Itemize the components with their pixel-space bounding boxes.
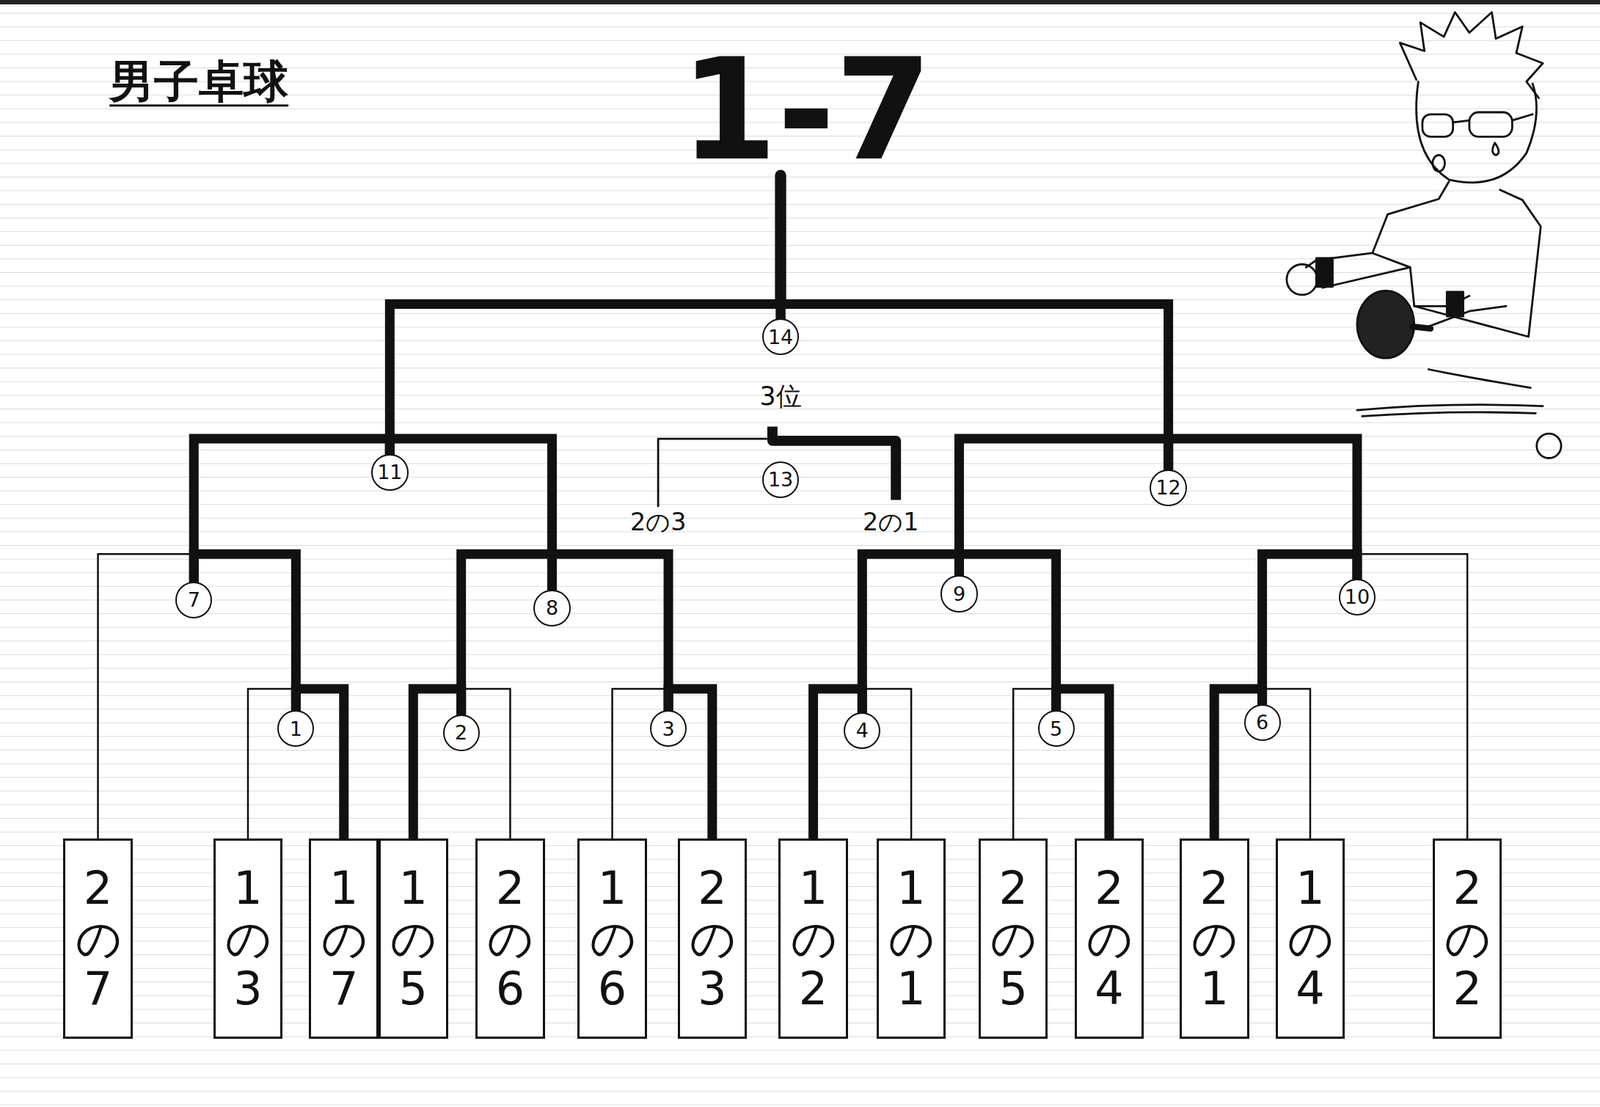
match-number: 2 xyxy=(454,722,468,743)
match-number: 7 xyxy=(187,589,201,610)
match-number: 11 xyxy=(377,462,403,482)
winner-line xyxy=(774,175,786,306)
team-name: 1の1 xyxy=(888,863,934,1014)
winner-line xyxy=(551,553,669,711)
winner-line xyxy=(461,553,553,714)
match-number: 13 xyxy=(768,469,794,490)
winner-line xyxy=(958,438,1168,576)
team-box: 2の5 xyxy=(978,838,1049,1039)
match-number: 6 xyxy=(1255,712,1269,733)
team-name: 1の5 xyxy=(390,863,436,1014)
player-illustration xyxy=(1286,12,1562,459)
team-box: 1の5 xyxy=(378,838,449,1039)
paddle xyxy=(1357,290,1415,359)
winner-line xyxy=(1262,553,1358,704)
winner-line xyxy=(413,688,461,839)
wristband xyxy=(1316,258,1333,287)
match-number: 4 xyxy=(856,720,869,741)
subject-heading: 男子卓球 xyxy=(109,57,289,107)
team-name: 1の4 xyxy=(1287,863,1333,1014)
team-name: 1の2 xyxy=(790,863,837,1014)
wristband xyxy=(1446,291,1463,317)
match-number: 9 xyxy=(952,583,966,604)
third-place-line xyxy=(658,438,896,507)
match-circle: 2 xyxy=(443,714,480,752)
winner-line xyxy=(193,553,296,711)
team-name: 2の5 xyxy=(990,863,1036,1014)
match-number: 14 xyxy=(768,327,794,347)
match-circle: 11 xyxy=(371,454,408,491)
paddle-handle xyxy=(1412,326,1431,329)
team-box: 2の1 xyxy=(1179,838,1250,1039)
match-circle: 9 xyxy=(940,575,978,612)
match-circle: 7 xyxy=(175,581,213,619)
team-box: 2の7 xyxy=(63,838,133,1039)
match-circle: 14 xyxy=(762,318,799,356)
winner-line xyxy=(1168,438,1358,579)
team-name: 2の3 xyxy=(689,863,736,1014)
top-edge xyxy=(0,0,1600,5)
team-name: 2の2 xyxy=(1444,863,1490,1014)
match-number: 1 xyxy=(289,718,303,739)
table xyxy=(1357,369,1543,417)
team-box: 2の4 xyxy=(1074,838,1145,1039)
bracket-title: 1-7 xyxy=(680,33,932,188)
team-name: 1の6 xyxy=(589,863,636,1014)
match-circle: 3 xyxy=(649,710,687,747)
team-name: 2の6 xyxy=(487,863,533,1014)
team-box: 1の3 xyxy=(213,838,284,1039)
team-box: 2の2 xyxy=(1432,838,1503,1039)
match-circle: 5 xyxy=(1038,710,1075,747)
third-place-label: 3位 xyxy=(760,382,802,411)
match-circle: 8 xyxy=(533,589,571,627)
slot-label: 2の1 xyxy=(862,509,919,537)
winner-line xyxy=(958,553,1056,711)
ball xyxy=(1536,433,1562,458)
match-circle: 6 xyxy=(1244,704,1281,741)
match-number: 3 xyxy=(661,718,675,739)
team-name: 1の3 xyxy=(225,863,271,1014)
sweat xyxy=(1492,143,1499,156)
team-name: 2の7 xyxy=(75,863,122,1014)
glasses xyxy=(1422,114,1454,138)
slot-label: 2の3 xyxy=(630,509,686,537)
winner-line xyxy=(389,438,552,590)
team-box: 1の6 xyxy=(577,838,648,1039)
match-number: 8 xyxy=(545,597,559,618)
glasses xyxy=(1469,112,1512,137)
match-number: 10 xyxy=(1344,586,1370,607)
bracket-line xyxy=(861,688,912,839)
winner-line xyxy=(861,553,959,713)
match-circle: 10 xyxy=(1338,578,1376,616)
match-circle: 12 xyxy=(1149,469,1187,507)
team-box: 1の1 xyxy=(876,838,947,1039)
winner-line xyxy=(813,688,863,839)
match-circle: 1 xyxy=(277,710,314,747)
team-box: 2の6 xyxy=(475,838,546,1039)
match-circle: 4 xyxy=(843,712,881,750)
glasses-frame xyxy=(1453,114,1533,123)
hair xyxy=(1399,12,1543,99)
match-circle: 13 xyxy=(762,461,799,499)
match-number: 5 xyxy=(1049,718,1063,739)
bracket-line xyxy=(461,688,511,839)
team-box: 1の2 xyxy=(778,838,849,1039)
left-arm xyxy=(1305,253,1410,288)
team-box: 1の7 xyxy=(308,838,379,1039)
winner-line xyxy=(780,304,1169,470)
mouth xyxy=(1432,154,1446,171)
match-number: 12 xyxy=(1155,477,1181,498)
team-box: 2の3 xyxy=(677,838,748,1039)
team-box: 1の4 xyxy=(1275,838,1346,1039)
team-name: 1の7 xyxy=(321,863,367,1014)
face xyxy=(1416,81,1537,183)
team-name: 2の4 xyxy=(1086,863,1132,1014)
winner-line xyxy=(193,438,390,582)
winner-line xyxy=(389,304,781,455)
team-name: 2の1 xyxy=(1191,863,1237,1014)
hand xyxy=(1286,264,1318,295)
